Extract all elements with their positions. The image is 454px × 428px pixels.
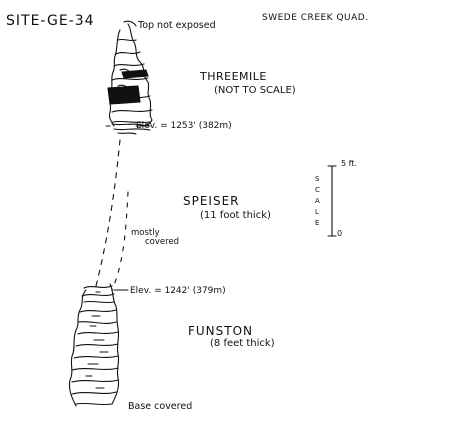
scale-bar	[327, 165, 337, 237]
funston-note: (8 feet thick)	[210, 338, 275, 349]
site-id-label: SITE-GE-34	[6, 13, 95, 29]
threemile-column	[108, 20, 153, 127]
elevation-upper-label: Elev. = 1253' (382m)	[136, 121, 232, 131]
threemile-note: (NOT TO SCALE)	[214, 85, 296, 96]
covered-note-line1: mostly	[131, 228, 160, 238]
scale-letter: S	[315, 175, 320, 183]
scale-letter: C	[315, 186, 320, 194]
scale-letter: L	[315, 208, 319, 216]
funston-column	[68, 283, 120, 407]
scale-top-label: 5 ft.	[341, 159, 357, 168]
base-note: Base covered	[128, 401, 193, 412]
speiser-name: SPEISER	[183, 194, 240, 208]
elevation-upper-marker	[105, 123, 151, 135]
scale-letter: E	[315, 219, 320, 227]
top-note: Top not exposed	[138, 20, 216, 31]
threemile-name: THREEMILE	[200, 70, 267, 83]
scale-bottom-label: 0	[337, 229, 343, 238]
speiser-note: (11 foot thick)	[200, 210, 271, 221]
threemile-chert-bands	[107, 69, 149, 105]
funston-name: FUNSTON	[188, 324, 254, 338]
elevation-lower-label: Elev. = 1242' (379m)	[130, 286, 226, 296]
speiser-covered-interval	[95, 139, 129, 291]
covered-note-line2: covered	[145, 237, 180, 247]
quadrangle-label: SWEDE CREEK QUAD.	[262, 13, 369, 23]
scale-letter: A	[315, 197, 320, 205]
